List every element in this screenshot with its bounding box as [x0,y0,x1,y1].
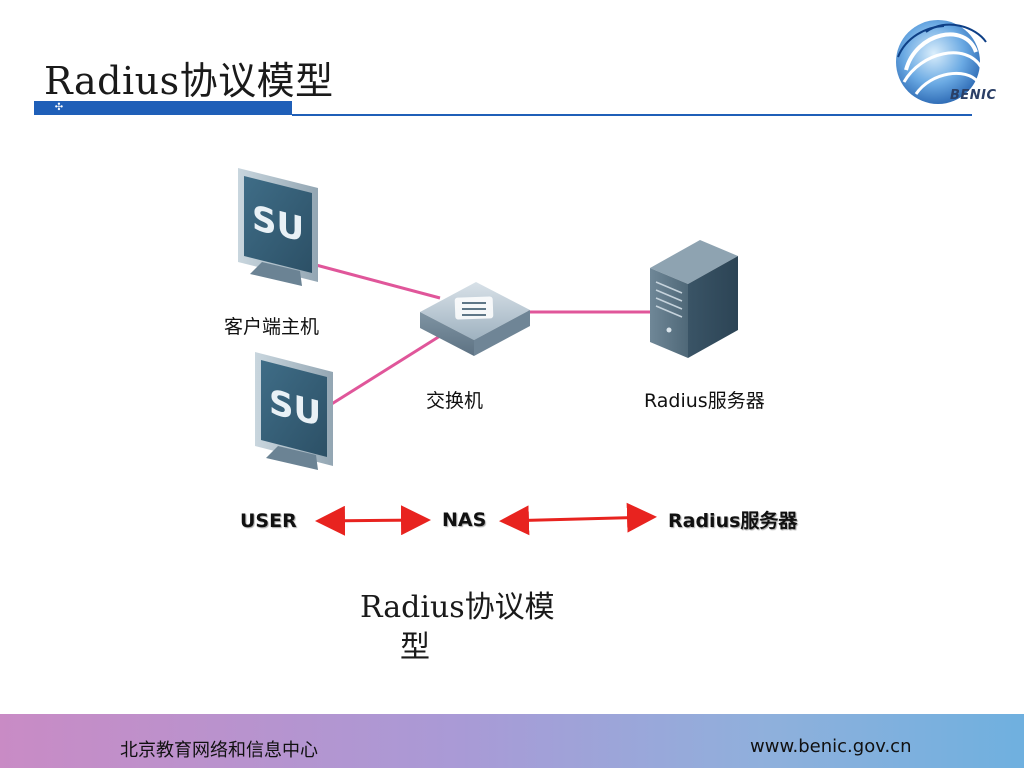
client-label: 客户端主机 [224,316,320,338]
switch-label: 交换机 [426,390,484,412]
title-accent-bar [34,101,292,115]
arrow-nas-server [499,502,657,536]
title-accent-mark: ✣ [54,102,64,113]
title-underline [292,114,972,116]
server-label: Radius服务器 [644,390,765,412]
flow-nas-label: NAS [442,509,487,531]
caption-line-2: 型 [400,630,430,665]
flow-server-label: Radius服务器 [668,510,798,532]
slide-caption: Radius协议模 型 [360,588,600,668]
client-monitor-icon: SU [255,352,333,470]
link-client2-switch [329,334,441,407]
benic-logo [896,20,987,104]
footer-bar: 北京教育网络和信息中心 www.benic.gov.cn [0,714,1024,768]
slide-title: Radius协议模型 [44,59,334,103]
logo-text: BENIC [950,88,997,103]
switch-icon [420,282,530,356]
flow-user-label: USER [240,510,297,532]
footer-url[interactable]: www.benic.gov.cn [750,736,912,757]
server-icon [650,240,738,358]
footer-org: 北京教育网络和信息中心 [120,740,318,761]
client-monitor-icon: SU [238,168,318,286]
arrow-user-nas [315,505,431,536]
caption-line-1: Radius协议模 [360,590,555,625]
link-client1-switch [315,263,441,300]
